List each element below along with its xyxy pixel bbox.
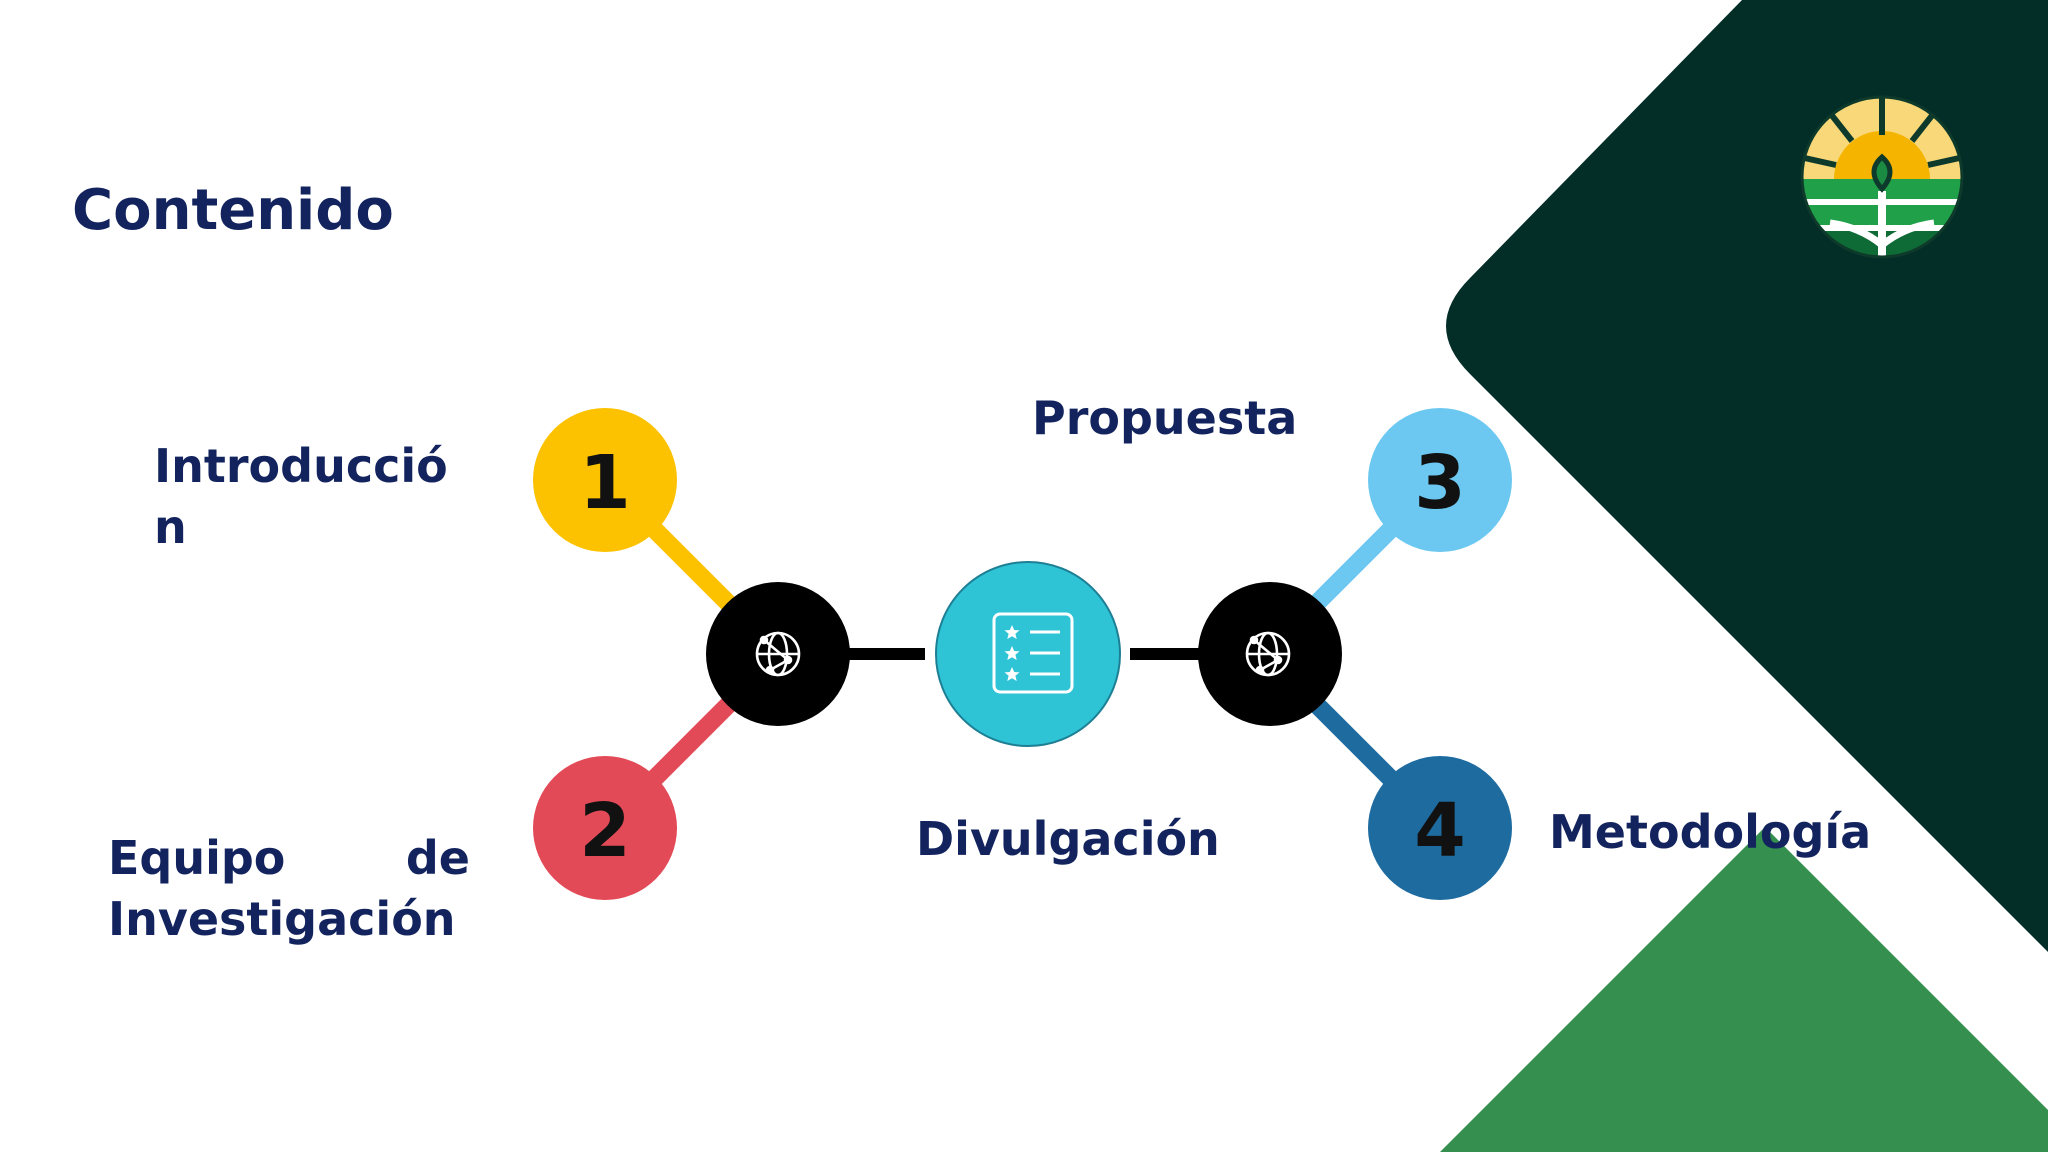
- node-1: 1: [533, 408, 677, 552]
- label-equipo-investigacion: Equipo de Investigación: [108, 831, 470, 946]
- label-metodologia: Metodología: [1549, 805, 1872, 859]
- green-triangle-shape: [1440, 827, 2048, 1152]
- hub-right: [1198, 582, 1342, 726]
- node-4: 4: [1368, 756, 1512, 900]
- label-propuesta: Propuesta: [1032, 391, 1298, 445]
- node-3-number: 3: [1414, 440, 1466, 526]
- sun-sprout-logo: [1800, 95, 1964, 259]
- star-icons: [1004, 625, 1020, 681]
- node-2: 2: [533, 756, 677, 900]
- node-2-number: 2: [579, 788, 631, 874]
- checklist-stars-icon: [992, 612, 1074, 694]
- hub-left: [706, 582, 850, 726]
- node-4-number: 4: [1414, 788, 1466, 874]
- globe-network-icon: [1245, 631, 1291, 677]
- node-3: 3: [1368, 408, 1512, 552]
- center-node: [935, 561, 1121, 747]
- globe-network-icon: [755, 631, 801, 677]
- label-introduccion: Introducción: [154, 439, 448, 554]
- node-1-number: 1: [579, 440, 631, 526]
- label-divulgacion: Divulgación: [916, 812, 1220, 866]
- slide-title: Contenido: [72, 178, 394, 243]
